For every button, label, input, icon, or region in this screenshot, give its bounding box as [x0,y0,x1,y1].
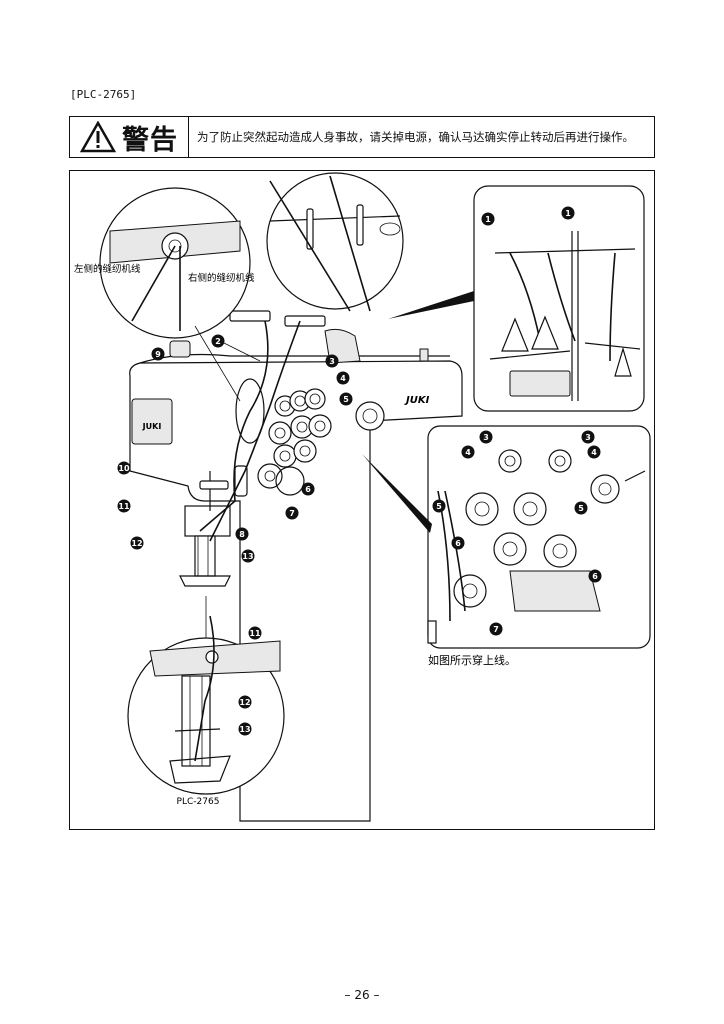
callout-8: 8 [239,530,245,539]
inset-needle-detail [127,615,285,795]
thread-paths-main [199,320,301,542]
machine-arm-logo: JUKI [404,395,430,406]
callout-12: 12 [131,539,142,548]
callout-6b: 6 [592,572,598,581]
threading-figure: .ln { fill: none; stroke: #111; stroke-w… [69,170,655,830]
callout-10: 10 [118,464,130,473]
warning-text: 为了防止突然起动造成人身事故，请关掉电源，确认马达确实停止转动后再进行操作。 [197,130,634,144]
callout-11-detail: 11 [249,629,261,638]
callout-3b: 3 [585,433,591,442]
callout-9: 9 [155,350,161,359]
callout-12-detail: 12 [239,698,250,707]
callout-5: 5 [343,395,349,404]
threading-illustration: .ln { fill: none; stroke: #111; stroke-w… [74,172,651,822]
callout-6: 6 [305,485,311,494]
pointer-to-tension [362,454,432,533]
inset-caption: PLC-2765 [177,797,220,807]
callout-1b: 1 [565,209,571,218]
callout-5b: 5 [578,504,584,513]
callout-7b: 7 [493,625,499,634]
callout-4a: 4 [465,448,471,457]
callout-1a: 1 [485,215,491,224]
callout-6a: 6 [455,539,461,548]
page-number: – 26 – [344,988,380,1002]
inset-tension-detail [427,425,651,649]
model-tag: [PLC-2765] [70,88,137,101]
warning-title: 警告 [122,124,178,156]
callout-13: 13 [242,552,253,561]
warning-triangle-icon [80,121,116,153]
callout-5a: 5 [436,502,442,511]
warning-box: 警告 为了防止突然起动造成人身事故，请关掉电源，确认马达确实停止转动后再进行操作… [69,116,655,158]
callout-7: 7 [289,509,295,518]
inset-thread-guides [266,172,404,312]
callout-4: 4 [340,374,346,383]
callout-3: 3 [329,357,335,366]
inset-left-threads [99,187,251,402]
callout-13-detail: 13 [239,725,250,734]
right-thread-label: 右侧的缝纫机线 [188,272,255,284]
pointer-to-stand [388,291,474,319]
callout-2: 2 [215,337,221,346]
machine-head-logo: JUKI [142,422,162,431]
inset-thread-stand: 1 1 [473,185,645,412]
callout-3a: 3 [483,433,489,442]
left-thread-label: 左侧的缝纫机线 [74,263,141,275]
callout-4b: 4 [591,448,597,457]
machine-body: JUKI JUKI [129,340,463,822]
instruction-caption: 如图所示穿上线。 [428,653,516,667]
callout-11: 11 [118,502,130,511]
warning-label: 警告 [70,117,189,157]
